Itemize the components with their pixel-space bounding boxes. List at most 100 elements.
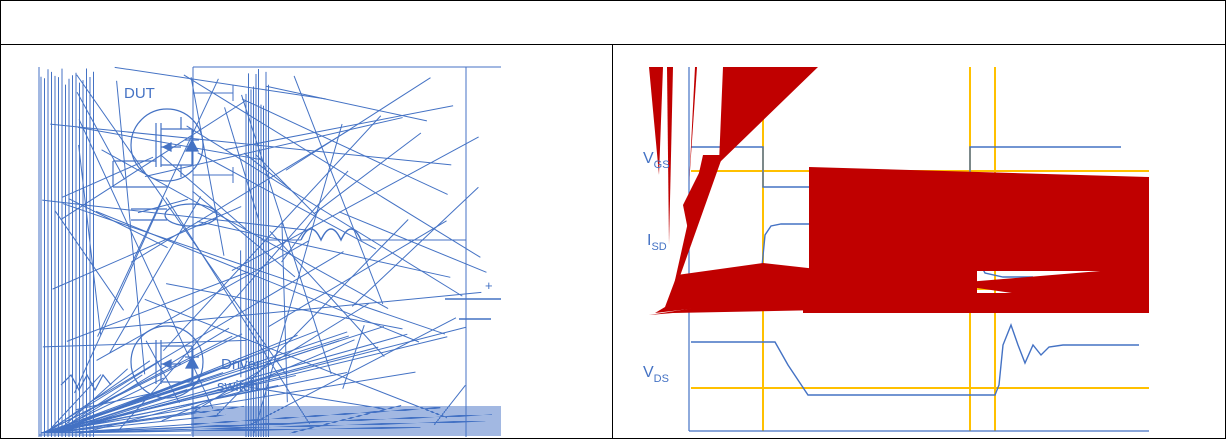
wire-segment [224,107,260,221]
wire-segment [117,170,349,433]
wire-segment [166,283,403,330]
wire-segment [351,186,479,307]
wire-segment [54,333,408,434]
current-probe [131,203,218,227]
dc-source [445,298,501,320]
wire-segment [96,240,310,361]
wire-segment [60,426,421,434]
wire-segment [60,407,441,434]
wire-segment [52,206,242,290]
vgs-label: VGS [643,150,670,171]
wire-segment [41,371,416,434]
wire-segment [144,117,403,178]
circuit-panel: DUT + [1,45,612,438]
vds-label: VDS [643,364,669,385]
wire-segment [97,78,219,337]
table-border-left [0,0,1,439]
wire-segment [42,339,247,348]
red-artifact-shape [655,263,1149,313]
wire-segment [54,326,385,434]
red-artifact-shape [689,67,697,185]
wire-segment [285,77,431,171]
red-artifact-shape [683,165,703,245]
wire-segment [66,271,250,342]
wire-segment [55,374,143,434]
wire-segment [338,211,487,273]
wire-segment [76,92,126,180]
red-artifact-shape [719,67,818,163]
red-artifact-shape [649,67,663,175]
wire-segment [255,153,317,216]
wire-segment [62,203,446,335]
wire-segment [342,324,365,389]
wire-segment [144,298,448,419]
wire-segment [55,327,230,434]
wire-segment [160,154,247,230]
wire-segment [55,368,129,434]
dut-transistor-circle [130,108,204,182]
wire-segment [56,346,379,434]
wire-segment [267,220,447,328]
wire-segment [76,74,287,375]
wire-segment [116,80,146,375]
red-artifact-shape [809,271,977,307]
inductor-icon [300,228,362,242]
wire-segment [43,360,161,434]
wire-segment [95,210,420,343]
wire-segment [314,132,422,214]
wire-segment [137,198,189,214]
wire-segment [225,105,454,151]
resistor-icon [60,373,112,392]
wire-segment [241,98,448,195]
red-artifact-shape [669,155,723,307]
red-artifact-shape [809,167,1149,271]
wire-segment [54,210,125,311]
driver-sub-label: switch [217,378,259,395]
table-header-divider [0,44,1226,45]
red-artifact-shape [649,291,1149,315]
wire-segment [281,208,321,263]
wire-segment [197,152,377,250]
wire-segment [94,251,344,401]
driver-transistor [130,325,204,399]
wire-segment [50,349,269,434]
waveform-plot: VGS ISD VDS [643,67,1149,432]
wire-segment [186,125,463,297]
wire-segment [114,66,327,100]
dut-transistor [112,108,204,188]
vds-trace [691,323,1139,396]
driver-label: Driver [221,356,261,373]
dc-source-plus: + [485,278,493,293]
wire-segment [214,219,409,418]
driver-body-arrow-icon [161,359,172,369]
circuit-schematic: DUT + [38,66,501,437]
wire-segment [60,99,247,220]
table-column-divider [612,44,613,439]
dut-label: DUT [124,85,155,102]
red-artifact-shapes [649,67,1149,315]
waveform-panel: VGS ISD VDS [613,45,1225,438]
wire-segment [241,94,332,375]
wire-segment [53,357,250,434]
wire-segment [50,410,202,434]
wire-segment [231,136,479,272]
wire-segment [68,198,168,249]
wire-segment [62,156,154,198]
wire-segment [245,386,386,410]
wire-segment [293,75,384,305]
dut-body-arrow-icon [161,142,172,152]
wire-segment [190,77,225,256]
wire-segment [75,393,149,411]
wire-segment [266,85,427,122]
wire-segment [192,190,296,278]
wire-segment [183,74,481,258]
wire-segment [99,291,482,330]
wire-segment [243,152,291,190]
red-artifact-shape [667,67,673,245]
driver-diode-icon [184,355,200,369]
dut-diode-icon [184,138,200,152]
wire-segment [165,197,311,425]
wire-segment [74,199,163,394]
wire-segment [78,144,102,335]
